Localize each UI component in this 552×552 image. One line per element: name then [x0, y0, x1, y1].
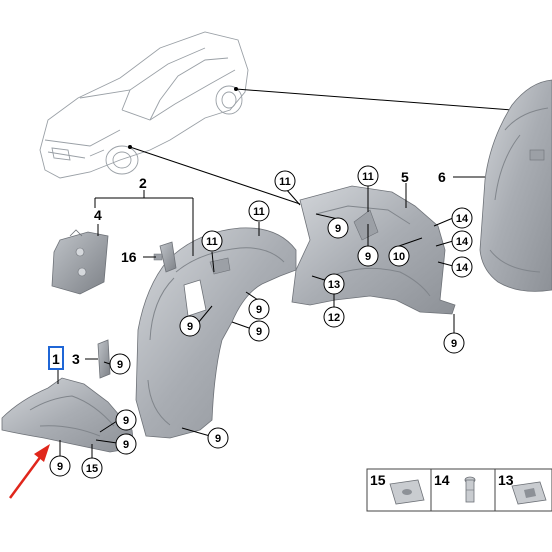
callout-9-b: 9 [357, 245, 379, 267]
svg-text:11: 11 [253, 206, 265, 218]
svg-text:9: 9 [215, 433, 221, 445]
svg-text:11: 11 [279, 176, 291, 188]
callout-11-d: 11 [201, 230, 223, 252]
callout-14-b: 14 [451, 230, 473, 252]
part-label-6: 6 [438, 169, 446, 185]
svg-text:9: 9 [57, 461, 63, 473]
clip-nut-icon [389, 479, 425, 505]
callout-10: 10 [388, 245, 410, 267]
callout-11-a: 11 [274, 170, 296, 192]
svg-text:14: 14 [456, 213, 469, 225]
svg-text:14: 14 [456, 236, 469, 248]
car-outline [39, 31, 249, 179]
part-label-16: 16 [121, 249, 137, 265]
part-16-clip [153, 241, 177, 273]
callout-9-g: 9 [207, 427, 229, 449]
svg-text:14: 14 [456, 262, 469, 274]
part-label-4: 4 [94, 207, 102, 223]
callout-9-j: 9 [115, 433, 137, 455]
svg-text:9: 9 [256, 304, 262, 316]
callout-12: 12 [323, 306, 345, 328]
callout-9-d: 9 [248, 298, 270, 320]
highlight-box [48, 346, 64, 370]
callout-9-e: 9 [248, 320, 270, 342]
part-3-bracket [97, 339, 111, 379]
callout-9-c: 9 [443, 332, 465, 354]
svg-text:11: 11 [362, 171, 374, 183]
callout-14-a: 14 [451, 207, 473, 229]
callout-9-f: 9 [179, 315, 201, 337]
callout-9-i: 9 [115, 409, 137, 431]
callout-11-b: 11 [357, 165, 379, 187]
svg-text:13: 13 [328, 279, 340, 291]
callout-9-a: 9 [327, 217, 349, 239]
svg-text:9: 9 [451, 338, 457, 350]
svg-text:9: 9 [123, 415, 129, 427]
red-arrow-icon [8, 444, 50, 499]
svg-text:15: 15 [86, 463, 98, 475]
callout-15: 15 [81, 457, 103, 479]
part-label-2: 2 [139, 175, 147, 191]
legend-13: 13 [498, 472, 514, 488]
part-label-1: 1 [52, 351, 60, 367]
svg-text:9: 9 [187, 321, 193, 333]
callout-14-c: 14 [451, 256, 473, 278]
part-4-bracket [51, 229, 109, 295]
legend: 15 14 13 [366, 468, 552, 512]
clip-icon [511, 481, 547, 505]
callout-leaders [59, 186, 455, 458]
part-label-3: 3 [72, 351, 80, 367]
part-label-5: 5 [401, 169, 409, 185]
svg-text:12: 12 [328, 312, 340, 324]
part-6-wheel-arch-liner [479, 79, 552, 292]
callout-13: 13 [323, 273, 345, 295]
svg-text:9: 9 [256, 326, 262, 338]
leader-lines [128, 87, 513, 205]
callout-9-h: 9 [109, 353, 131, 375]
svg-text:11: 11 [206, 236, 218, 248]
part-2-front-liner [135, 227, 297, 439]
svg-text:9: 9 [335, 223, 341, 235]
svg-text:9: 9 [117, 359, 123, 371]
legend-15: 15 [370, 472, 386, 488]
svg-text:10: 10 [393, 251, 405, 263]
callout-9-k: 9 [49, 455, 71, 477]
part-1-lower-cover [1, 377, 135, 453]
push-rivet-icon [464, 476, 476, 503]
svg-text:9: 9 [365, 251, 371, 263]
legend-14: 14 [434, 472, 450, 488]
callout-11-c: 11 [248, 200, 270, 222]
svg-text:9: 9 [123, 439, 129, 451]
